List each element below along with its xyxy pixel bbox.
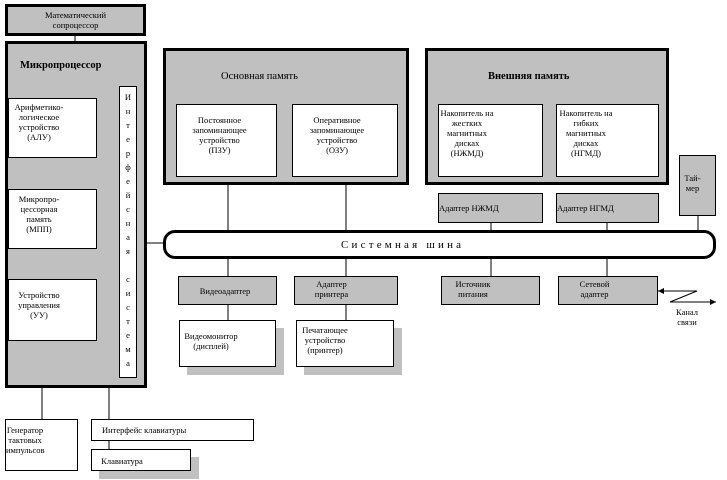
network-adapter-label: Сетевой адаптер	[579, 279, 610, 299]
arrow-right-icon	[710, 299, 716, 305]
interface-system-letter: я	[126, 246, 130, 256]
rom-box: Постоянное запоминающее устройство (ПЗУ)	[176, 104, 277, 177]
fdd-label: Накопитель на гибких магнитных дисках (Н…	[559, 108, 613, 158]
video-monitor-box: Видеомонитор (дисплей)	[179, 320, 276, 367]
interface-system-letter: т	[126, 316, 130, 326]
network-adapter-box: Сетевой адаптер	[558, 276, 658, 305]
clock-generator-box: Генератор тактовых импульсов	[5, 419, 78, 471]
ram-box: Оперативное запоминающее устройство (ОЗУ…	[292, 104, 398, 177]
interface-system-letter: й	[125, 190, 131, 200]
printer-adapter-label: Адаптер принтера	[314, 279, 349, 299]
fdd-adapter-box: Адаптер НГМД	[556, 193, 659, 223]
keyboard-interface-box: Интерфейс клавиатуры	[91, 419, 254, 441]
interface-system-letter: м	[125, 344, 131, 354]
interface-system-letter: с	[126, 274, 130, 284]
interface-system-letter: н	[125, 106, 131, 116]
interface-system-letter	[120, 258, 136, 272]
cu-box: Устройство управления (УУ)	[8, 279, 97, 341]
timer-box: Тай- мер	[679, 155, 716, 216]
coprocessor-label: Математический сопроцессор	[45, 10, 106, 30]
system-bus-label: Системная шина	[341, 239, 465, 251]
hdd-adapter-box: Адаптер НЖМД	[438, 193, 543, 223]
mpm-label: Микропро- цессорная память (МПП)	[18, 194, 60, 234]
coprocessor-box: Математический сопроцессор	[5, 4, 146, 36]
channel-link-icon	[658, 290, 716, 303]
alu-box: Арифметико- логическое устройство (АЛУ)	[8, 98, 97, 158]
interface-system-letter: е	[126, 176, 130, 186]
system-bus: Системная шина	[163, 230, 716, 259]
external-memory-title: Внешняя память	[488, 71, 570, 82]
keyboard-box: Клавиатура	[91, 449, 191, 471]
power-supply-label: Источник питания	[455, 279, 491, 299]
video-adapter-box: Видеоадаптер	[178, 276, 277, 305]
alu-label: Арифметико- логическое устройство (АЛУ)	[14, 102, 64, 142]
mpm-box: Микропро- цессорная память (МПП)	[8, 189, 97, 249]
interface-system-letter: с	[126, 302, 130, 312]
interface-system-letter: н	[125, 218, 131, 228]
main-memory-title: Основная память	[221, 71, 298, 82]
timer-label: Тай- мер	[684, 173, 701, 193]
interface-system-letter: е	[126, 330, 130, 340]
rom-label: Постоянное запоминающее устройство (ПЗУ)	[192, 115, 247, 155]
ram-label: Оперативное запоминающее устройство (ОЗУ…	[309, 115, 365, 155]
fdd-box: Накопитель на гибких магнитных дисках (Н…	[556, 104, 659, 177]
printer-adapter-box: Адаптер принтера	[294, 276, 398, 305]
channel-label: Канал связи	[676, 307, 698, 327]
interface-system-letter: а	[126, 232, 130, 242]
video-monitor-label: Видеомонитор (дисплей)	[184, 331, 238, 351]
power-supply-box: Источник питания	[441, 276, 540, 305]
hdd-adapter-label: Адаптер НЖМД	[439, 203, 499, 213]
interface-system-letter: е	[126, 134, 130, 144]
keyboard-label: Клавиатура	[101, 456, 143, 466]
printer-box: Печатающее устройство (принтер)	[296, 320, 394, 367]
interface-system-letter: а	[126, 358, 130, 368]
interface-system-letter: т	[126, 120, 130, 130]
video-adapter-label: Видеоадаптер	[199, 286, 251, 296]
fdd-adapter-label: Адаптер НГМД	[557, 203, 614, 213]
cu-label: Устройство управления (УУ)	[18, 290, 60, 320]
interface-system-letter: р	[125, 148, 131, 158]
hdd-label: Накопитель на жестких магнитных дисках (…	[440, 108, 494, 158]
clock-generator-label: Генератор тактовых импульсов	[6, 425, 45, 455]
keyboard-interface-label: Интерфейс клавиатуры	[102, 425, 187, 435]
interface-system-letter: ф	[125, 162, 131, 172]
hdd-box: Накопитель на жестких магнитных дисках (…	[438, 104, 543, 177]
arrow-left-icon	[658, 288, 664, 294]
printer-label: Печатающее устройство (принтер)	[302, 325, 348, 355]
microprocessor-title: Микропроцессор	[20, 60, 102, 71]
interface-system-letter: и	[125, 288, 131, 298]
interface-system-letter: И	[124, 92, 132, 102]
interface-system-letter: с	[126, 204, 130, 214]
